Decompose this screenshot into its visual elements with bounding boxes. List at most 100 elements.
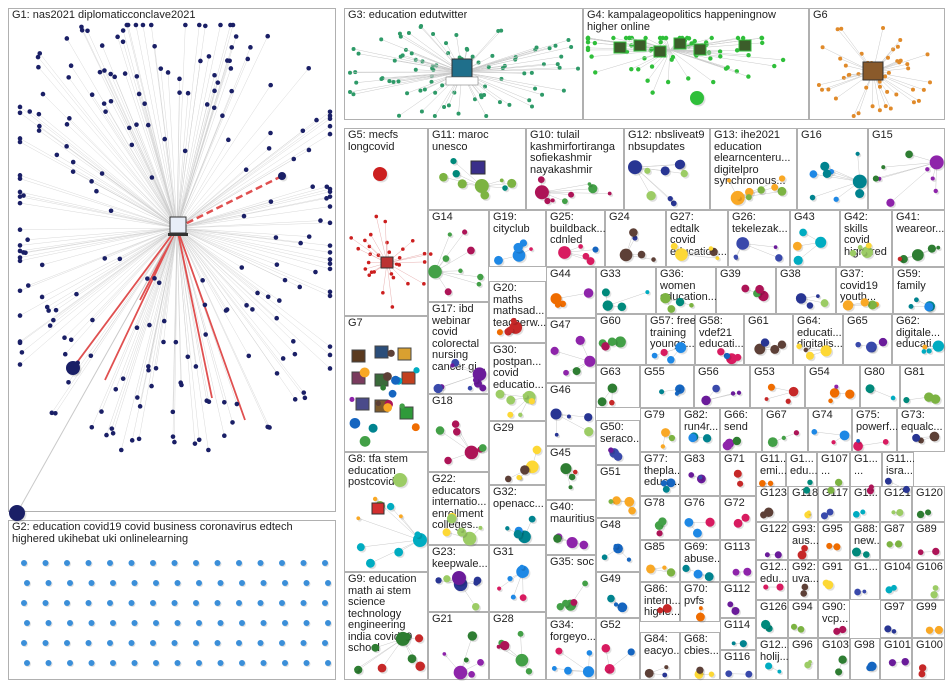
node <box>550 346 559 355</box>
node <box>298 240 303 246</box>
node <box>930 394 941 404</box>
node <box>918 664 927 672</box>
node <box>507 102 512 107</box>
node <box>349 396 355 402</box>
node <box>327 289 333 295</box>
node <box>115 34 120 40</box>
node <box>432 114 437 118</box>
edge <box>23 195 178 229</box>
edge <box>176 188 331 229</box>
node <box>394 262 399 266</box>
node <box>725 670 733 677</box>
node <box>656 530 663 537</box>
node <box>53 411 58 416</box>
node <box>506 395 516 405</box>
node <box>467 385 473 391</box>
node <box>592 40 598 46</box>
edge <box>124 73 178 229</box>
node <box>555 62 560 67</box>
group-panel-g45: G45 <box>546 446 596 500</box>
node <box>905 150 913 159</box>
edge <box>669 49 749 56</box>
node <box>397 31 402 36</box>
node <box>882 439 889 445</box>
node <box>131 660 138 666</box>
node <box>932 547 940 556</box>
edge <box>176 58 248 229</box>
node <box>67 580 73 586</box>
edge <box>176 139 229 229</box>
node <box>645 290 650 295</box>
node <box>456 111 461 116</box>
edge <box>669 49 697 52</box>
edge <box>149 227 178 326</box>
edge <box>349 71 463 73</box>
edge <box>176 215 245 229</box>
node <box>64 600 70 606</box>
node <box>881 26 886 30</box>
node <box>104 432 109 438</box>
node <box>820 512 829 520</box>
node <box>917 549 924 556</box>
node <box>145 122 151 128</box>
node <box>566 38 571 43</box>
edge <box>176 227 206 335</box>
edge <box>176 24 186 229</box>
node <box>68 337 74 343</box>
node <box>396 79 401 84</box>
node <box>327 261 333 267</box>
edge <box>150 24 178 229</box>
node <box>778 175 786 182</box>
node <box>842 300 854 311</box>
edge <box>461 63 558 73</box>
node <box>585 40 591 45</box>
node <box>109 426 115 431</box>
node <box>375 400 382 407</box>
edge <box>19 227 178 316</box>
node <box>865 384 875 394</box>
node <box>172 439 177 445</box>
node <box>108 98 114 104</box>
edge <box>70 65 178 229</box>
node <box>513 242 523 253</box>
edge <box>176 227 208 401</box>
node <box>419 24 424 28</box>
node <box>662 485 670 493</box>
node <box>206 447 211 453</box>
node <box>429 79 434 84</box>
node <box>410 238 415 243</box>
node <box>898 37 903 42</box>
node <box>709 35 714 41</box>
node <box>462 531 477 546</box>
node <box>399 403 405 409</box>
edge <box>669 49 711 59</box>
node <box>582 580 588 587</box>
edge <box>176 227 233 423</box>
node <box>797 626 805 633</box>
edge <box>19 196 178 229</box>
node <box>348 90 352 95</box>
edge <box>155 227 178 369</box>
node <box>772 63 777 69</box>
node <box>929 431 940 442</box>
edge <box>176 84 271 229</box>
edge <box>356 71 463 83</box>
node <box>385 240 389 245</box>
node <box>667 305 676 313</box>
node <box>566 537 578 549</box>
node <box>414 531 421 538</box>
node <box>325 660 331 666</box>
node <box>39 294 45 300</box>
node <box>306 65 312 71</box>
node <box>268 130 273 136</box>
node <box>282 277 288 283</box>
node <box>795 293 807 304</box>
node <box>607 383 618 394</box>
node <box>777 340 787 349</box>
avatar-node <box>399 406 414 420</box>
node <box>670 54 676 60</box>
edge <box>176 36 268 229</box>
edge <box>68 77 178 229</box>
edge <box>358 517 421 541</box>
edge <box>19 227 178 246</box>
